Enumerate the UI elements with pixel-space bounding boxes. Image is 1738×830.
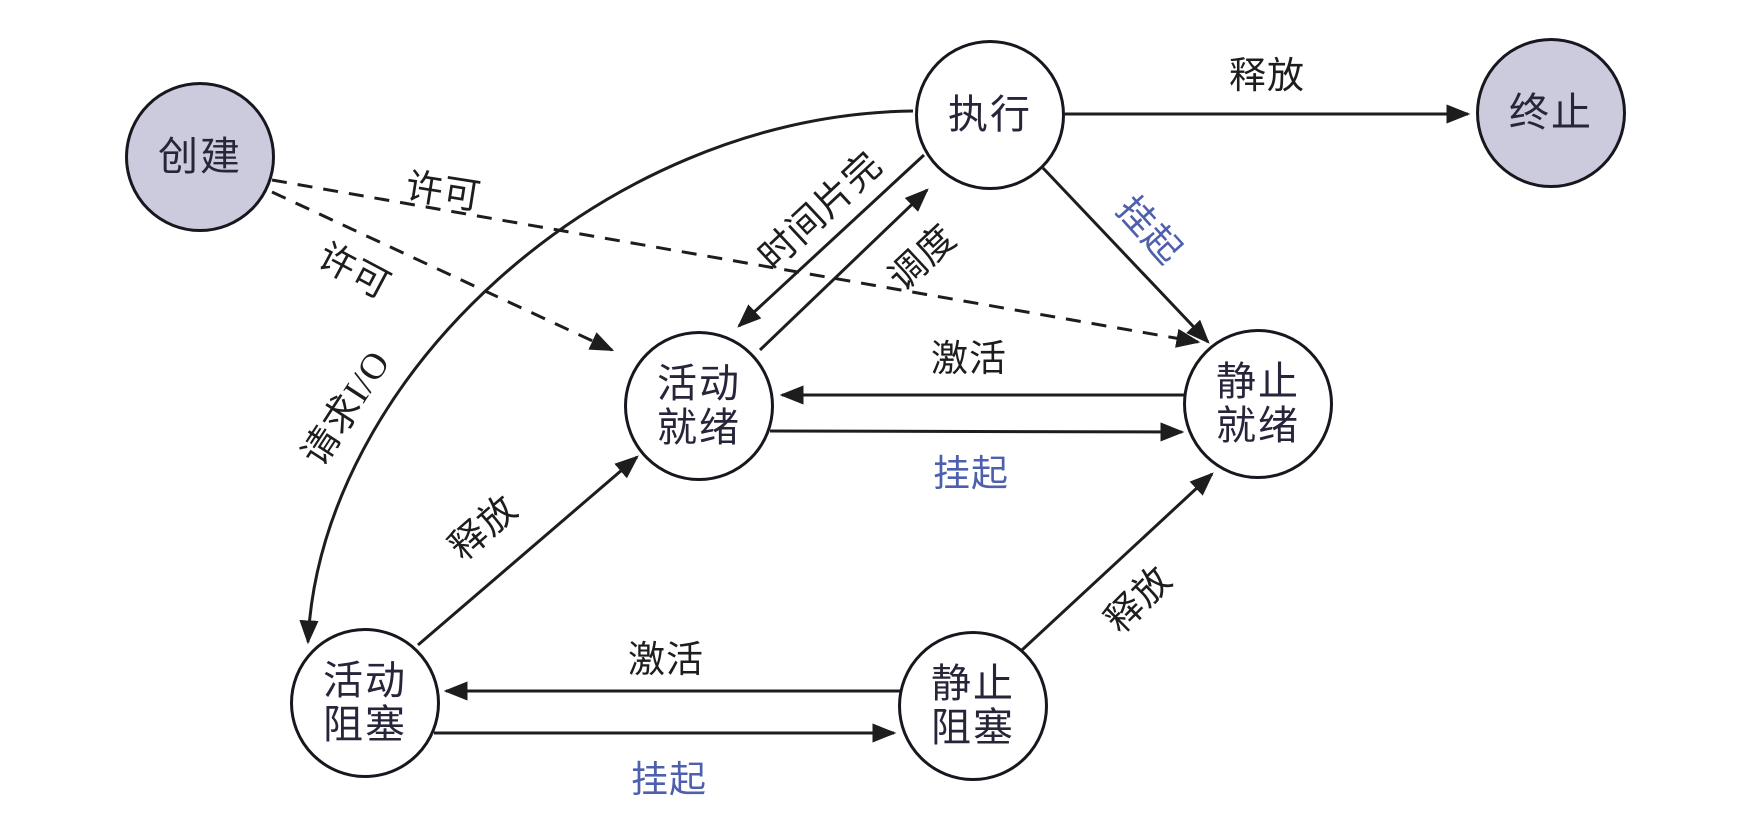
state-node-active-blocked: 活动 阻塞: [290, 628, 440, 778]
edge-static-blocked-to-static-ready: [1020, 472, 1214, 652]
state-node-terminate: 终止: [1476, 38, 1626, 188]
state-node-create: 创建: [125, 82, 275, 232]
state-node-label: 就绪: [1216, 403, 1300, 448]
edge-create-to-active-ready: [271, 190, 615, 352]
state-node-label: 阻塞: [323, 702, 407, 747]
edge-label-suspend-bottom: 挂起: [631, 760, 707, 801]
edge-label-activate-bottom: 激活: [628, 640, 704, 681]
state-node-label: 阻塞: [931, 705, 1015, 750]
edge-label-activate-middle: 激活: [931, 339, 1007, 380]
edge-active-blocked-to-active-ready: [417, 455, 639, 647]
state-node-active-ready: 活动 就绪: [624, 331, 774, 481]
edge-label-release-top: 释放: [1229, 56, 1305, 97]
state-node-running: 执行: [915, 40, 1065, 190]
state-node-label: 创建: [158, 134, 242, 179]
state-node-label: 静止: [931, 661, 1015, 706]
edge-active-ready-to-running: [758, 188, 929, 352]
state-node-static-ready: 静止 就绪: [1183, 329, 1333, 479]
edge-running-to-static-ready: [1041, 166, 1210, 344]
edge-active-ready-to-static-ready: [769, 422, 1185, 442]
state-node-label: 终止: [1509, 90, 1593, 135]
state-node-label: 执行: [948, 92, 1032, 137]
edge-create-to-static-ready: [271, 178, 1201, 348]
edge-running-to-active-ready: [737, 153, 926, 328]
state-node-static-blocked: 静止 阻塞: [898, 631, 1048, 781]
state-node-label: 静止: [1216, 359, 1300, 404]
state-node-label: 活动: [323, 658, 407, 703]
edge-label-admit-to-static-ready: 许可: [402, 166, 485, 219]
state-node-label: 就绪: [657, 405, 741, 450]
edge-running-to-active-blocked: [299, 109, 914, 645]
edge-label-suspend-middle: 挂起: [933, 454, 1009, 495]
state-node-label: 活动: [657, 361, 741, 406]
